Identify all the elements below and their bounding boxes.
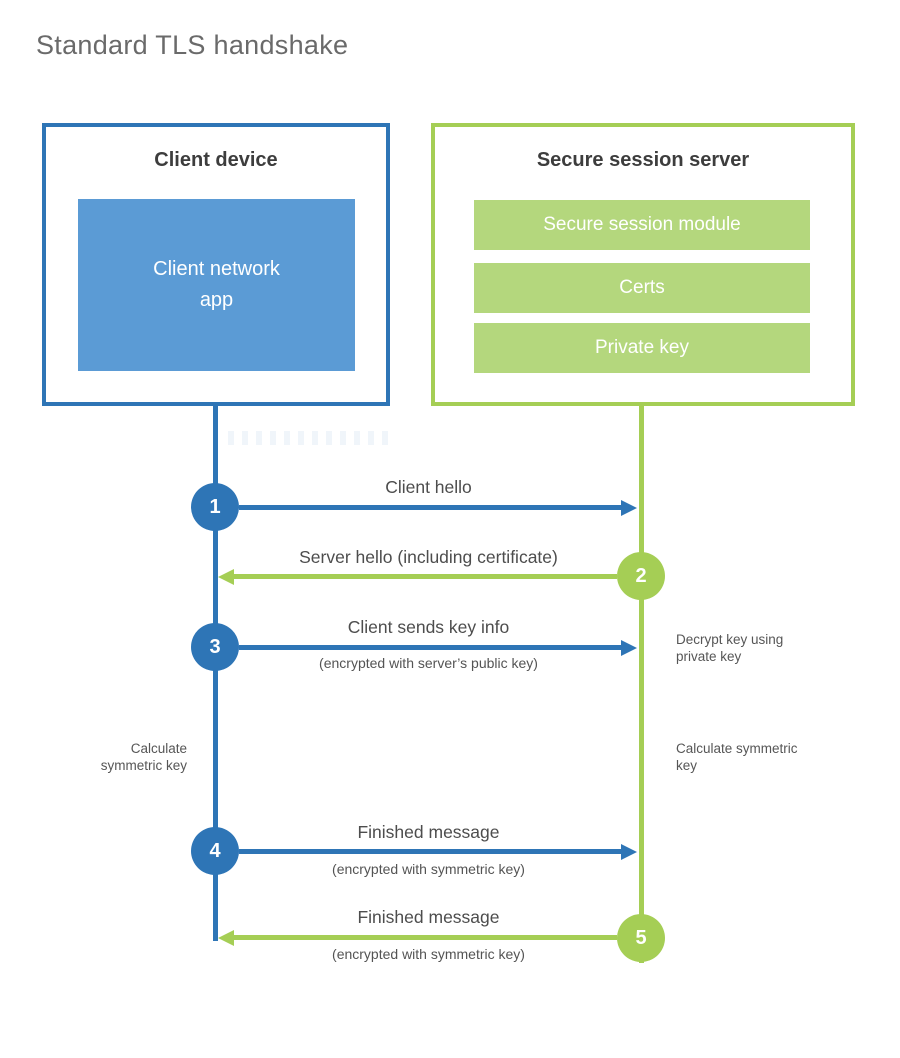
page-title: Standard TLS handshake [36, 30, 349, 60]
step-5-arrow-left [218, 929, 617, 946]
step-1-circle: 1 [191, 483, 239, 531]
step-2-arrow-left [218, 568, 617, 585]
client-device-title: Client device [154, 149, 278, 171]
step-4-circle: 4 [191, 827, 239, 875]
client-network-app-box: Client network app [78, 199, 355, 371]
step-2-circle: 2 [617, 552, 665, 600]
step-3-arrow-right [239, 639, 637, 656]
step-5-circle: 5 [617, 914, 665, 962]
step-5-label: Finished message [357, 907, 500, 927]
step-3-sublabel: (encrypted with server’s public key) [319, 655, 538, 671]
server-lifeline [639, 405, 644, 963]
step-2-label: Server hello (including certificate) [299, 547, 558, 567]
step-4-arrow-right [239, 843, 637, 860]
step-4-sublabel: (encrypted with symmetric key) [332, 861, 525, 877]
client-network-app-label: Client network app [153, 258, 280, 311]
faint-artifact [228, 431, 388, 445]
step-1-label: Client hello [385, 477, 472, 497]
secure-session-server-title: Secure session server [536, 149, 750, 171]
note-left-calculate-symmetric-key: Calculate symmetric key [100, 741, 187, 773]
server-certs-bar: Certs [474, 263, 810, 313]
server-private-key-bar: Private key [474, 323, 810, 373]
note-decrypt-key: Decrypt key using private key [676, 632, 784, 664]
client-lifeline [213, 405, 218, 941]
step-4-label: Finished message [357, 822, 500, 842]
step-3-circle: 3 [191, 623, 239, 671]
step-1-arrow-right [239, 499, 637, 516]
note-right-calculate-symmetric-key: Calculate symmetric key [676, 741, 798, 773]
step-5-sublabel: (encrypted with symmetric key) [332, 946, 525, 962]
step-3-label: Client sends key info [347, 617, 510, 637]
server-module-bar: Secure session module [474, 200, 810, 250]
